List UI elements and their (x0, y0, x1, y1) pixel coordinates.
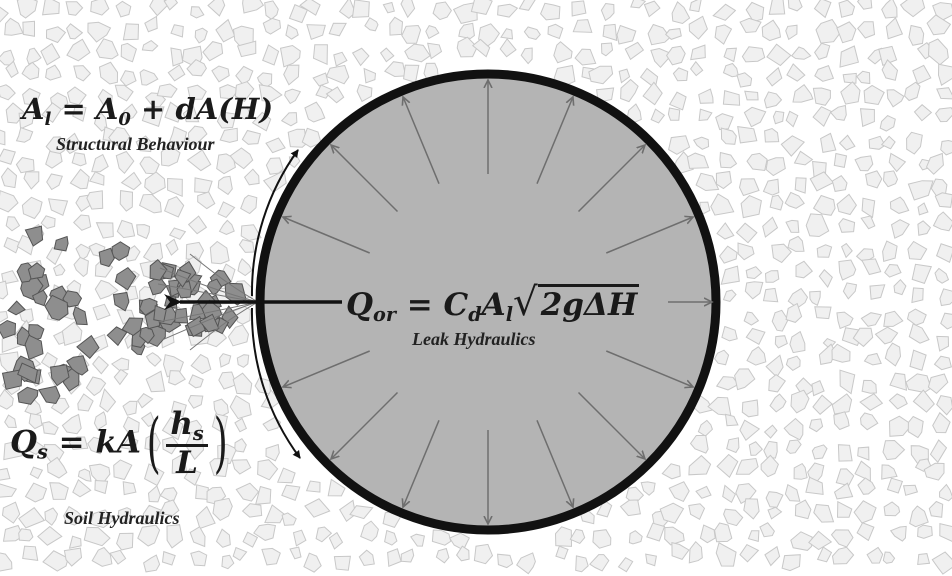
jet-fragment (8, 301, 25, 315)
close-paren: ) (213, 411, 227, 476)
soil-caption: Soil Hydraulics (64, 508, 180, 529)
jet-fragment (165, 296, 177, 308)
jet-fragment (54, 237, 68, 251)
structural-equation: Al = A0 + dA(H) (22, 92, 273, 130)
jet-fragment (112, 242, 130, 261)
leak-caption: Leak Hydraulics (412, 329, 536, 350)
jet-fragment (39, 386, 60, 403)
jet-soil-fragments (0, 226, 246, 404)
open-paren: ( (147, 411, 161, 476)
sqrt-sign: √ (513, 280, 538, 325)
leak-equation: Qor = CdAl√2gΔH (346, 280, 639, 326)
jet-fragment (73, 307, 87, 325)
jet-fragment (114, 293, 129, 311)
jet-fragment (77, 336, 99, 359)
jet-fragment (25, 226, 42, 246)
jet-fragment (154, 306, 166, 322)
jet-fragment (175, 308, 188, 323)
jet-fragment (0, 321, 16, 339)
jet-fragment (18, 387, 38, 404)
jet-fragment (99, 248, 114, 266)
jet-fragment (115, 268, 135, 290)
soil-equation: Qs = kA(hsL) (10, 408, 233, 480)
structural-caption: Structural Behaviour (56, 134, 215, 155)
jet-fragment (25, 335, 43, 359)
